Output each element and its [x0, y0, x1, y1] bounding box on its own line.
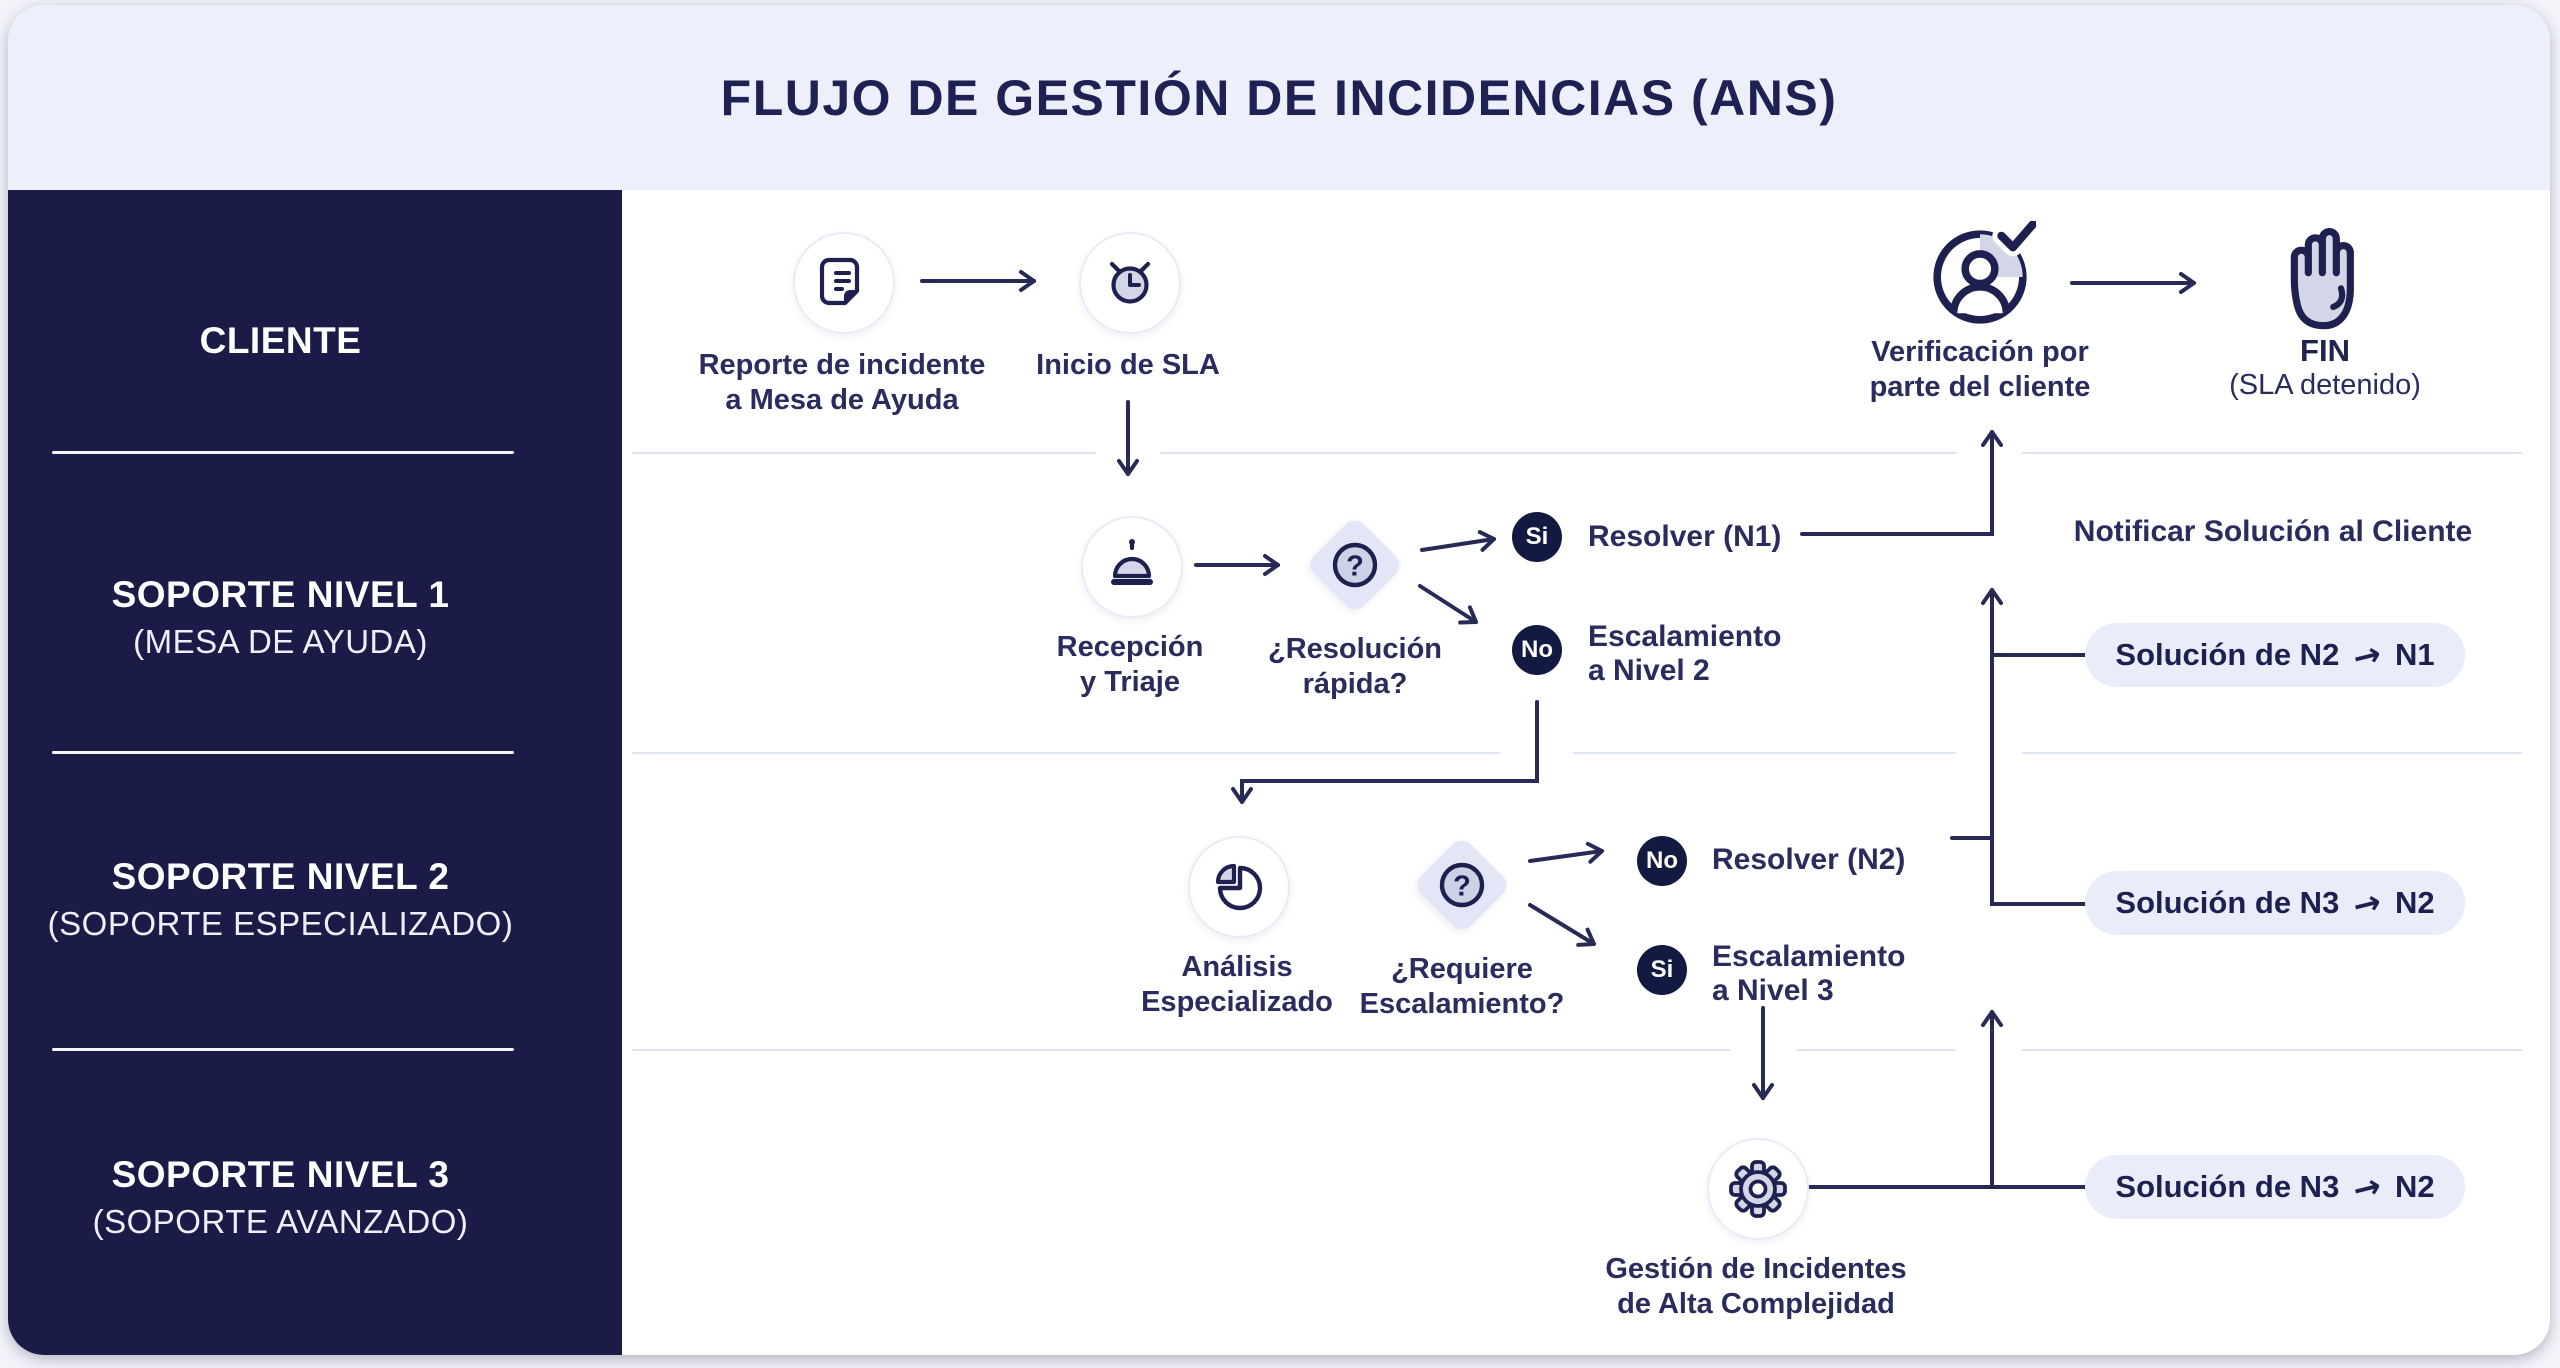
lane-label-nivel3: SOPORTE NIVEL 3 (SOPORTE AVANZADO)	[92, 1154, 469, 1240]
svg-text:?: ?	[1453, 871, 1471, 903]
user-check-icon	[1933, 213, 2044, 324]
arrow-decision1-no	[1418, 584, 1478, 625]
pill-solucion-n3-n2-bottom: Solución de N3 → N2	[2085, 1155, 2465, 1219]
label-requiere-escalamiento: ¿Requiere Escalamiento?	[1359, 953, 1565, 1020]
sidebar-divider	[52, 751, 514, 754]
document-icon	[819, 257, 860, 306]
hand-stop-icon	[2290, 228, 2354, 330]
page-title: FLUJO DE GESTIÓN DE INCIDENCIAS (ANS)	[720, 69, 1838, 126]
label-analisis: Análisis Especializado	[1141, 951, 1333, 1018]
arrow-decision1-si	[1420, 530, 1496, 552]
alarm-clock-icon	[1109, 261, 1151, 304]
lane-label-nivel2: SOPORTE NIVEL 2 (SOPORTE ESPECIALIZADO)	[47, 856, 514, 942]
node-inicio-sla	[1079, 232, 1181, 334]
label-fin: FIN (SLA detenido)	[2229, 333, 2421, 401]
arrow-right-icon: →	[2349, 632, 2386, 678]
badge-no: No	[1512, 625, 1562, 675]
label-recepcion: Recepción y Triaje	[1056, 631, 1204, 698]
gear-icon	[1729, 1160, 1787, 1218]
service-bell-icon	[1111, 539, 1153, 585]
pie-chart-icon	[1215, 863, 1263, 911]
arrow-right-icon: →	[2349, 1164, 2386, 1210]
lane-divider	[2022, 752, 2522, 754]
label-escalamiento-n2: Escalamiento a Nivel 2	[1588, 620, 1782, 687]
line-solucion-n2-up	[1981, 588, 2087, 906]
node-reporte	[793, 232, 895, 334]
badge-si: Si	[1637, 945, 1687, 995]
question-icon: ?	[1439, 862, 1485, 908]
label-resolver-n2: Resolver (N2)	[1712, 843, 1906, 876]
lane-divider	[1160, 452, 1956, 454]
label-inicio-sla: Inicio de SLA	[1036, 349, 1220, 381]
sidebar-divider	[52, 1048, 514, 1051]
line-escalamiento-n2-to-analisis	[1231, 700, 1539, 804]
sidebar-divider	[52, 451, 514, 454]
line-resolver-n1-to-verificacion	[1800, 430, 2003, 536]
arrow-decision2-si	[1528, 903, 1596, 947]
swimlane-sidebar	[8, 190, 622, 1355]
lane-divider	[632, 1049, 1730, 1051]
decision-resolucion-rapida: ?	[1305, 515, 1405, 615]
lane-label-cliente: CLIENTE	[199, 320, 362, 361]
lane-divider	[1796, 1049, 1956, 1051]
label-reporte: Reporte de incidente a Mesa de Ayuda	[698, 349, 986, 416]
label-escalamiento-n3: Escalamiento a Nivel 3	[1712, 940, 1906, 1007]
question-icon: ?	[1332, 542, 1378, 588]
badge-no: No	[1637, 836, 1687, 886]
node-gestion	[1707, 1138, 1809, 1240]
label-resolucion-rapida: ¿Resolución rápida?	[1267, 633, 1442, 700]
node-verificacion	[1924, 213, 2044, 338]
label-verificacion: Verificación por parte del cliente	[1869, 336, 2091, 403]
label-notificar: Notificar Solución al Cliente	[2073, 515, 2473, 548]
badge-si: Si	[1512, 512, 1562, 562]
arrow-right-icon: →	[2349, 880, 2386, 926]
node-fin	[2277, 223, 2377, 340]
node-analisis	[1188, 836, 1290, 938]
lane-divider	[2022, 1049, 2522, 1051]
decision-requiere-escalamiento: ?	[1412, 835, 1512, 935]
lane-divider	[632, 752, 1500, 754]
lane-divider	[1573, 752, 1956, 754]
label-gestion: Gestión de Incidentes de Alta Complejida…	[1605, 1253, 1907, 1320]
node-recepcion	[1081, 516, 1183, 618]
header: FLUJO DE GESTIÓN DE INCIDENCIAS (ANS)	[8, 5, 2550, 190]
label-resolver-n1: Resolver (N1)	[1588, 520, 1782, 553]
svg-text:?: ?	[1346, 551, 1364, 583]
pill-solucion-n2-n1: Solución de N2 → N1	[2085, 623, 2465, 687]
lane-divider	[2022, 452, 2522, 454]
lane-divider	[632, 452, 1096, 454]
pill-solucion-n3-n2: Solución de N3 → N2	[2085, 871, 2465, 935]
arrow-decision2-no	[1528, 841, 1605, 864]
lane-label-nivel1: SOPORTE NIVEL 1 (MESA DE AYUDA)	[111, 574, 450, 660]
